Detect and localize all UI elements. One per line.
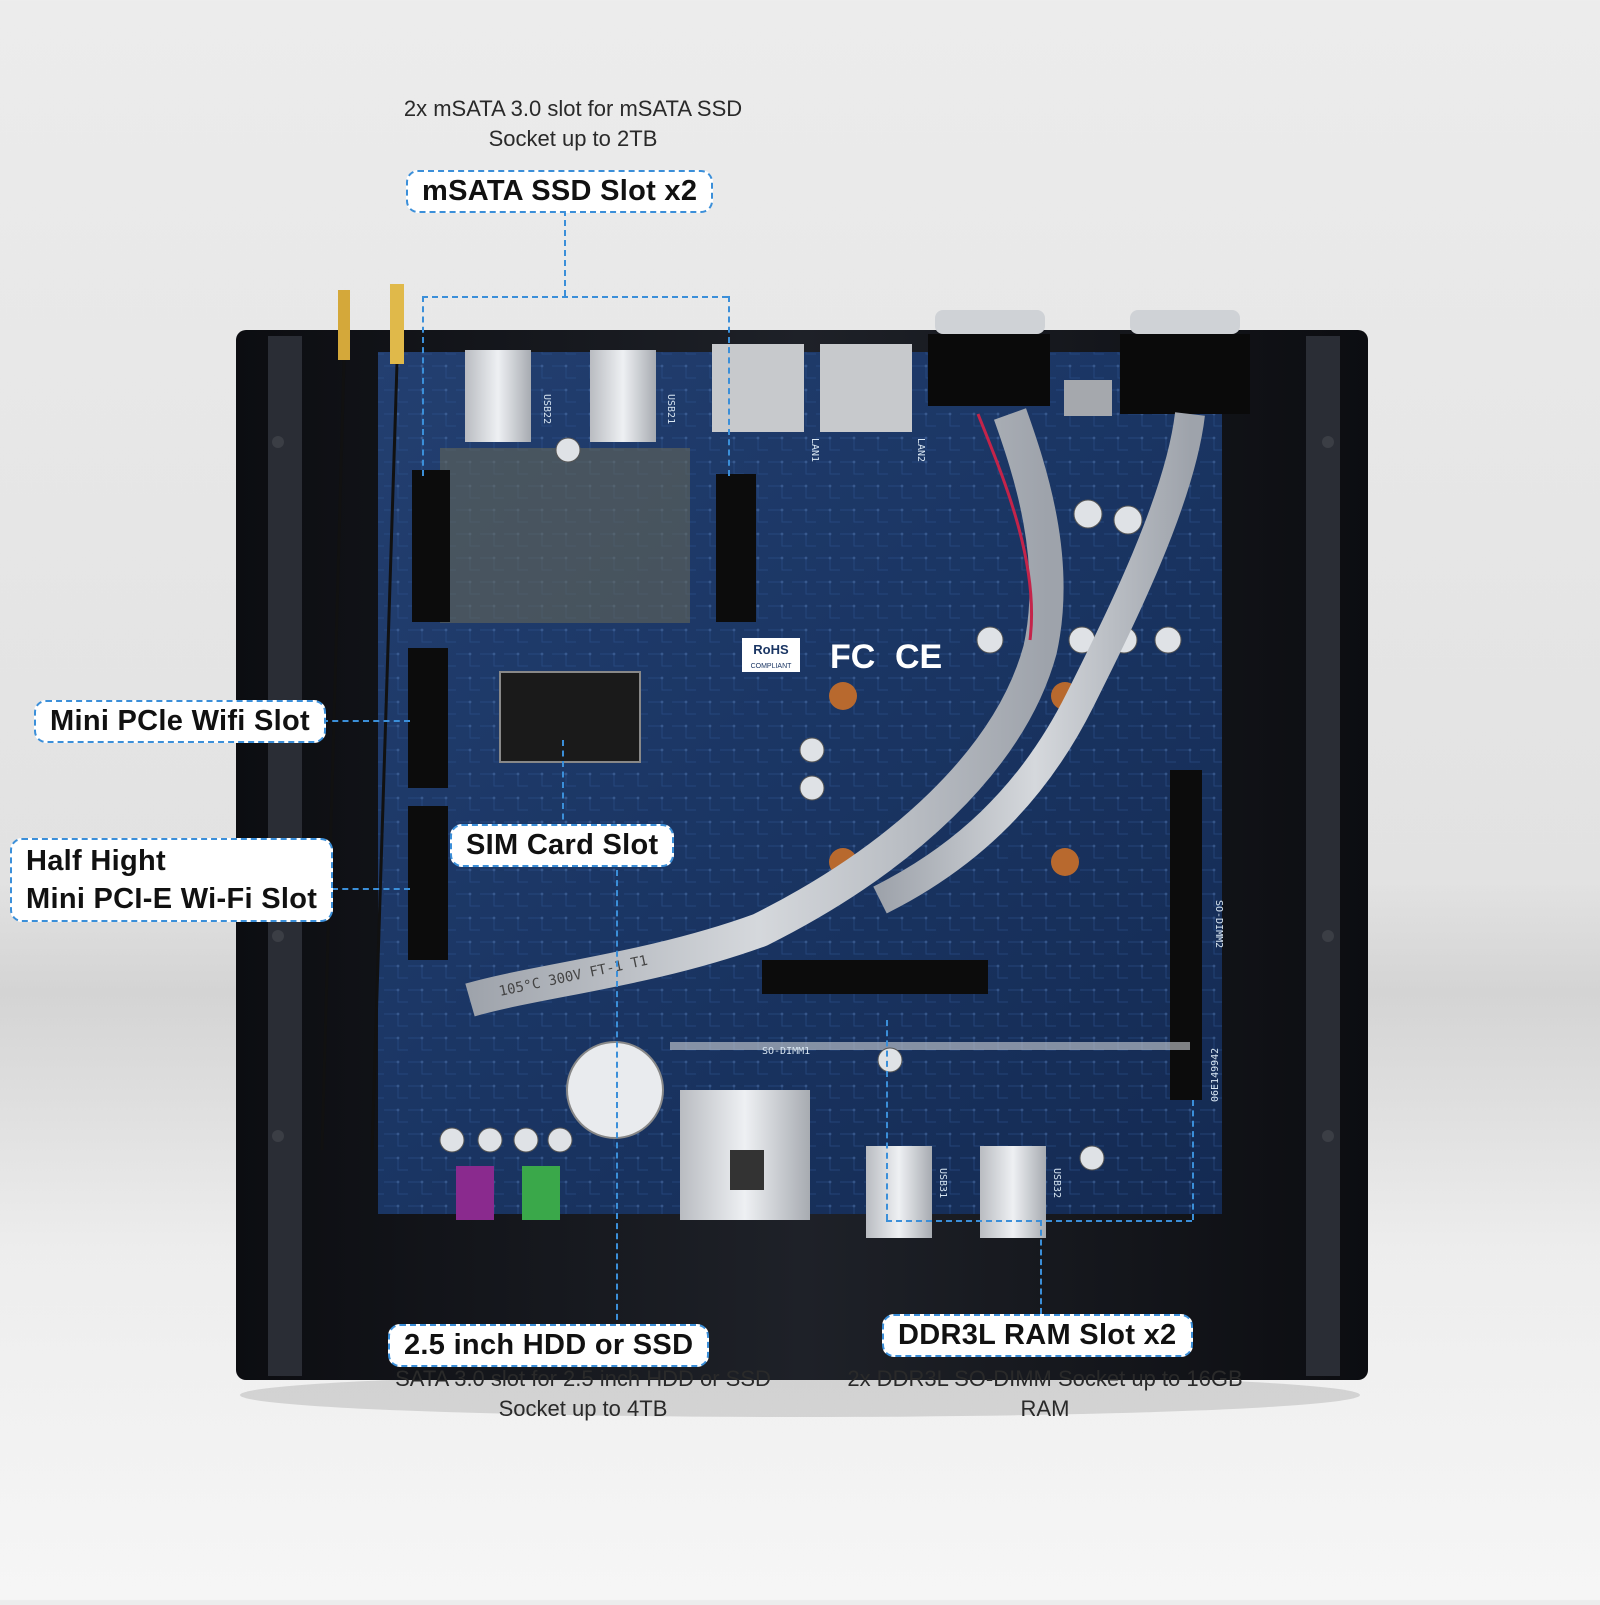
sim-leader	[562, 740, 564, 830]
ce-mark: CE	[895, 638, 942, 676]
hdd-description: SATA 3.0 slot for 2.5 inch HDD or SSD So…	[300, 1364, 866, 1424]
serial-silk: 06E149942	[1210, 1048, 1221, 1102]
usb31-port	[866, 1146, 932, 1238]
cmos-battery	[566, 1041, 664, 1139]
so-dimm1-silk: SO-DIMM1	[762, 1046, 810, 1057]
msata-leader-right	[728, 296, 730, 476]
ddr-desc-line2: RAM	[1020, 1396, 1070, 1421]
msata-desc-line1: 2x mSATA 3.0 slot for mSATA SSD	[403, 96, 743, 121]
so-dimm-slots	[670, 770, 1202, 1100]
ddr-leader-right	[1192, 1100, 1194, 1220]
msata-leader-left	[422, 296, 424, 476]
compliant-mark: COMPLIANT	[751, 663, 793, 670]
usb31-silk: USB31	[937, 1168, 948, 1198]
msata-leader-horizontal	[422, 296, 728, 298]
case-shadow	[240, 1373, 1360, 1417]
msata-desc-line2: Socket up to 2TB	[488, 126, 658, 151]
case-screws	[272, 436, 1334, 1142]
ddr-leader-left	[886, 1020, 888, 1220]
so-dimm2-silk: SO-DIMM2	[1213, 900, 1224, 948]
half-height-line2: Mini PCI-E Wi-Fi Slot	[26, 883, 318, 915]
hdd-leader	[616, 870, 618, 1330]
msata-label: mSATA SSD Slot x2	[406, 170, 714, 213]
usb22-silk: USB22	[541, 394, 552, 424]
hdd-label: 2.5 inch HDD or SSD	[388, 1324, 710, 1367]
certification-marks: RoHS COMPLIANT FC CE	[742, 638, 942, 676]
lan2-silk: LAN2	[915, 438, 926, 462]
rohs-mark: RoHS	[753, 642, 789, 657]
half-height-line1: Half Hight	[26, 845, 166, 877]
hdd-desc-line2: Socket up to 4TB	[498, 1396, 668, 1421]
msata-leader-vertical	[564, 200, 566, 296]
rear-io	[465, 310, 1250, 442]
usb32-port	[980, 1146, 1046, 1238]
hdd-desc-line1: SATA 3.0 slot for 2.5 inch HDD or SSD	[395, 1366, 771, 1391]
ddr3l-label: DDR3L RAM Slot x2	[882, 1314, 1193, 1357]
ddr-leader-vertical	[1040, 1220, 1042, 1314]
ddr-desc-line1: 2x DDR3L SO-DIMM Socket up to 16GB	[847, 1366, 1243, 1391]
ddr3l-description: 2x DDR3L SO-DIMM Socket up to 16GB RAM	[790, 1364, 1300, 1424]
msata-slots	[412, 470, 756, 622]
mini-pcie-wifi-label: Mini PCle Wifi Slot	[34, 700, 326, 743]
wifi-leader	[322, 720, 410, 722]
lan1-silk: LAN1	[809, 438, 820, 462]
sim-card-label: SIM Card Slot	[450, 824, 675, 867]
fcc-mark: FC	[830, 638, 875, 676]
line-out-jack	[522, 1166, 560, 1220]
usb21-silk: USB21	[665, 394, 676, 424]
mini-pcie-slots	[408, 648, 448, 960]
msata-description: 2x mSATA 3.0 slot for mSATA SSD Socket u…	[0, 94, 1146, 154]
ddr-leader-bottom	[886, 1220, 1192, 1222]
capacitors	[439, 437, 1182, 1171]
half-height-leader	[332, 888, 410, 890]
mic-jack	[456, 1166, 494, 1220]
half-height-label: Half Hight Mini PCI-E Wi-Fi Slot	[10, 838, 334, 922]
pcb-gold-area	[440, 448, 690, 623]
antenna-connectors	[320, 284, 404, 1151]
heatsink-fin-right	[1306, 336, 1340, 1376]
usb32-silk: USB32	[1051, 1168, 1062, 1198]
sim-socket	[499, 671, 641, 763]
